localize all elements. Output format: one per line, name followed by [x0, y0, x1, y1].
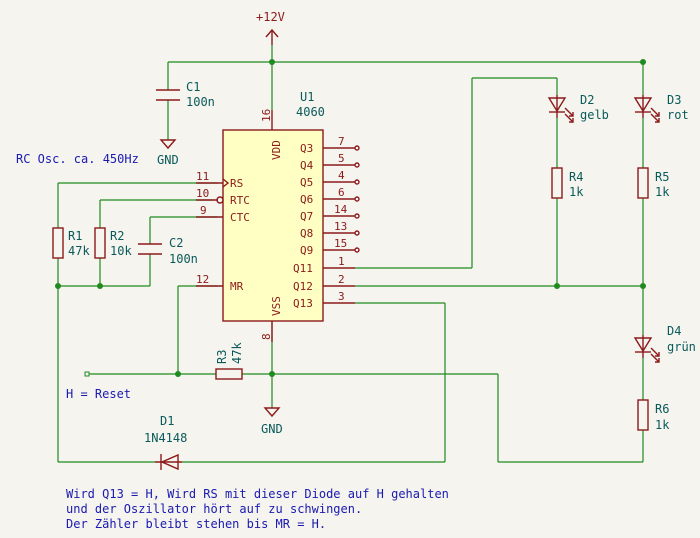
gnd-symbol-ic — [263, 407, 281, 418]
gnd-label-c1: GND — [157, 153, 179, 167]
pin-label-rtc: RTC — [230, 194, 250, 207]
pin-label-q12: Q12 — [293, 280, 313, 293]
d3-value: rot — [667, 108, 689, 122]
pin-number-q13: 3 — [338, 290, 345, 303]
ic-pin-stubs — [196, 110, 355, 342]
pin-number-q9: 15 — [334, 237, 347, 250]
pin-number-q5: 4 — [338, 169, 345, 182]
resistor-r3 — [215, 368, 243, 380]
vcc-label: +12V — [256, 10, 285, 24]
pin-label-q9: Q9 — [300, 244, 313, 257]
ic-body — [222, 129, 324, 322]
gnd-symbol-c1 — [159, 139, 177, 150]
pin-label-q3: Q3 — [300, 142, 313, 155]
c1-value: 100n — [186, 95, 215, 109]
d2-ref: D2 — [580, 93, 594, 107]
pin-number-mr: 12 — [196, 273, 209, 286]
ic-ref: U1 — [300, 90, 314, 104]
note-oscillator: RC Osc. ca. 450Hz — [16, 152, 139, 166]
pin-label-q6: Q6 — [300, 193, 313, 206]
d1-ref: D1 — [160, 414, 174, 428]
c2-ref: C2 — [169, 236, 183, 250]
vcc-symbol — [265, 28, 279, 45]
resistor-r4 — [551, 167, 563, 199]
diode-d1 — [155, 453, 182, 471]
pin-label-q5: Q5 — [300, 176, 313, 189]
unconnected-pin-markers — [354, 145, 360, 253]
c2-value: 100n — [169, 252, 198, 266]
r4-value: 1k — [569, 185, 584, 199]
d4-value: grün — [667, 340, 696, 354]
r3-ref: R3 — [215, 350, 229, 364]
led-d4 — [633, 335, 660, 363]
resistor-r1 — [52, 227, 64, 259]
r2-ref: R2 — [110, 229, 124, 243]
r6-value: 1k — [655, 418, 670, 432]
pin-number-rs: 11 — [196, 170, 209, 183]
note-line-3: Der Zähler bleibt stehen bis MR = H. — [66, 517, 326, 531]
resistor-r2 — [94, 227, 106, 259]
r5-ref: R5 — [655, 170, 669, 184]
pin-label-q8: Q8 — [300, 227, 313, 240]
r1-ref: R1 — [68, 229, 82, 243]
pin-label-q13: Q13 — [293, 297, 313, 310]
pin-number-q12: 2 — [338, 273, 345, 286]
c1-ref: C1 — [186, 80, 200, 94]
d4-ref: D4 — [667, 324, 681, 338]
r6-ref: R6 — [655, 402, 669, 416]
pin-number-ctc: 9 — [200, 204, 207, 217]
resistor-r6 — [637, 399, 649, 431]
pin-number-q8: 13 — [334, 220, 347, 233]
r1-value: 47k — [68, 244, 90, 258]
pin-number-rtc: 10 — [196, 187, 209, 200]
junction-dots — [55, 59, 646, 377]
pin-label-vdd: VDD — [270, 140, 283, 160]
pin-label-q4: Q4 — [300, 159, 314, 172]
pin-number-q3: 7 — [338, 135, 345, 148]
capacitor-c1 — [156, 89, 180, 101]
pin-label-q7: Q7 — [300, 210, 313, 223]
d2-value: gelb — [580, 108, 609, 122]
pin-label-mr: MR — [230, 280, 244, 293]
pin-number-vdd: 16 — [260, 109, 273, 122]
pin-number-q6: 6 — [338, 186, 345, 199]
wires — [57, 45, 644, 463]
capacitor-c2 — [138, 243, 162, 255]
note-line-1: Wird Q13 = H, Wird RS mit dieser Diode a… — [66, 487, 449, 501]
pin-label-q11: Q11 — [293, 262, 313, 275]
r5-value: 1k — [655, 185, 670, 199]
pin-number-q7: 14 — [334, 203, 348, 216]
resistor-r5 — [637, 167, 649, 199]
pin-number-q11: 1 — [338, 255, 345, 268]
note-line-2: und der Oszillator hört auf zu schwingen… — [66, 502, 362, 516]
note-reset: H = Reset — [66, 387, 131, 401]
pin-label-rs: RS — [230, 177, 243, 190]
ic-part: 4060 — [296, 105, 325, 119]
r4-ref: R4 — [569, 170, 583, 184]
pin-number-q4: 5 — [338, 152, 345, 165]
pin-number-vss: 8 — [260, 333, 273, 340]
r3-value: 47k — [230, 342, 244, 364]
r2-value: 10k — [110, 244, 132, 258]
pin-label-vss: VSS — [270, 296, 283, 316]
reset-input-terminal — [84, 371, 90, 377]
gnd-label-ic: GND — [261, 422, 283, 436]
d3-ref: D3 — [667, 93, 681, 107]
led-d3 — [633, 95, 660, 123]
pin-label-ctc: CTC — [230, 211, 250, 224]
d1-value: 1N4148 — [144, 431, 187, 445]
led-d2 — [547, 95, 574, 123]
